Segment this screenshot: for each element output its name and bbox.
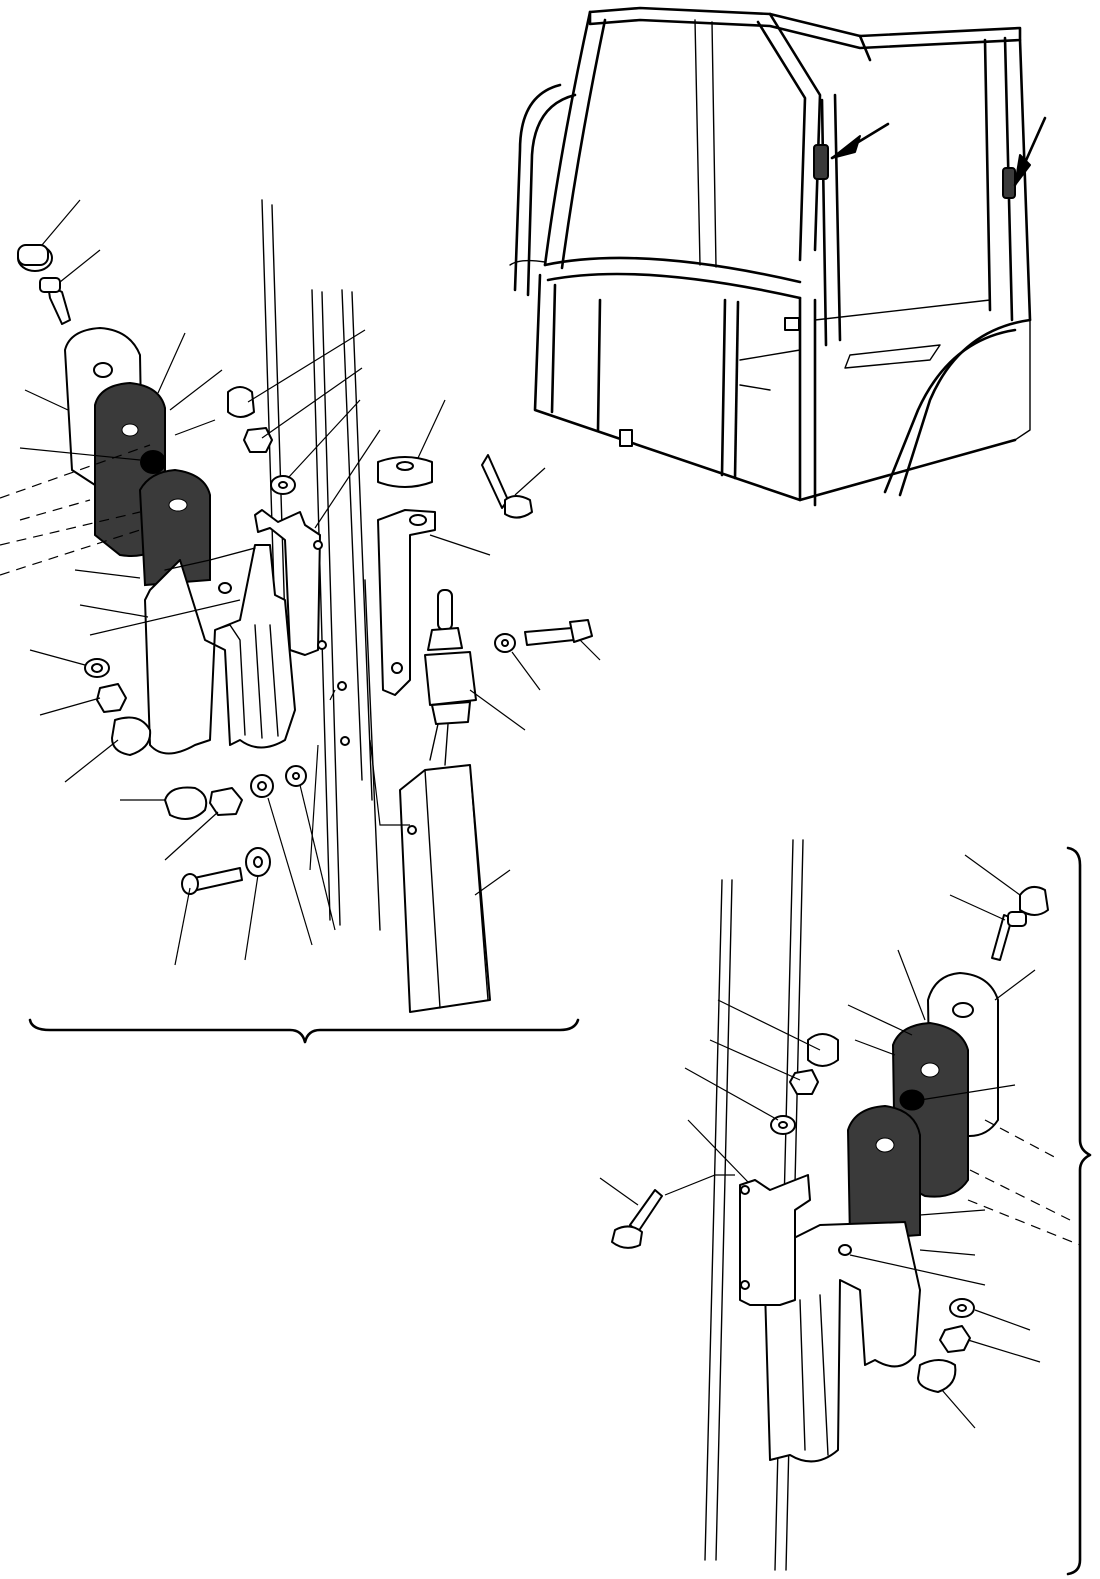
- right-mount-exploded: [599, 839, 1092, 1576]
- cab-overview: [509, 6, 1047, 507]
- left-mount-exploded: [0, 199, 601, 1044]
